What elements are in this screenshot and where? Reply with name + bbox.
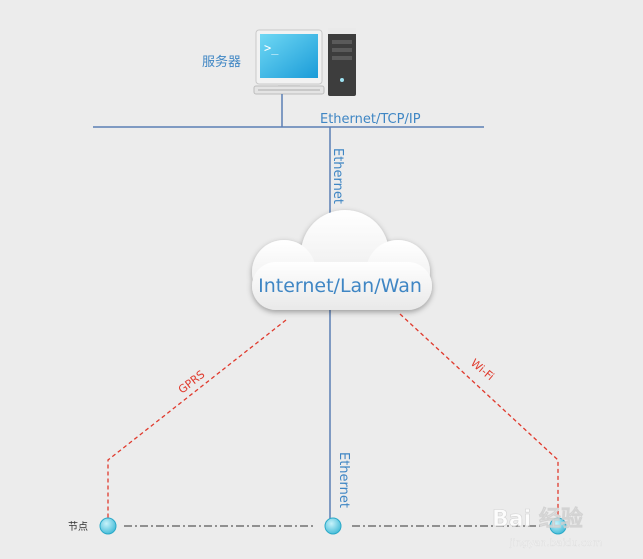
cloud-shape bbox=[252, 210, 432, 310]
wifi-label: Wi-Fi bbox=[468, 356, 496, 383]
wifi-link-line bbox=[399, 313, 559, 520]
uplink-label: Ethernet bbox=[330, 148, 345, 204]
baidu-watermark: Bai 经验 jingyan.baidu.com bbox=[492, 506, 603, 549]
ethernet-link-label: Ethernet bbox=[336, 452, 351, 508]
server-label: 服务器 bbox=[202, 54, 241, 70]
gprs-link-line bbox=[107, 319, 287, 520]
node-gprs bbox=[99, 517, 117, 535]
node-wifi bbox=[549, 517, 567, 535]
svg-text:>_: >_ bbox=[264, 41, 279, 55]
node-label: 节点 bbox=[68, 521, 88, 533]
bus-label: Ethernet/TCP/IP bbox=[320, 112, 421, 127]
watermark-text: Bai 经验 bbox=[492, 506, 583, 532]
server-computer-icon: >_ bbox=[253, 28, 356, 96]
gprs-label: GPRS bbox=[176, 368, 207, 397]
cloud-label: Internet/Lan/Wan bbox=[258, 275, 422, 297]
watermark-subtext: jingyan.baidu.com bbox=[509, 538, 602, 549]
node-ethernet bbox=[324, 517, 342, 535]
